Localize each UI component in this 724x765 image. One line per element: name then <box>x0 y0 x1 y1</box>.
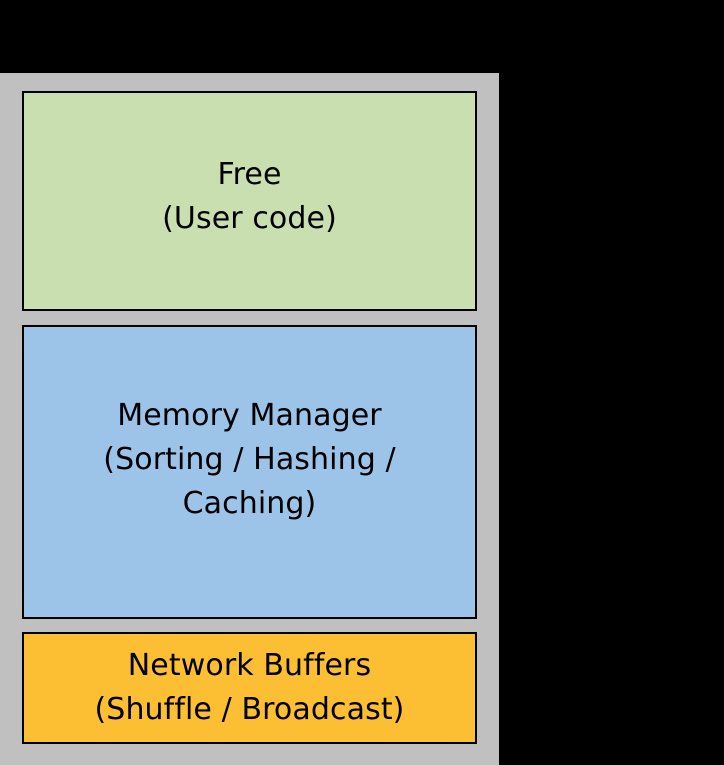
memory-region-free[interactable]: Free (User code) <box>22 91 477 311</box>
memory-region-network-buffers-title: Network Buffers <box>127 648 372 684</box>
memory-container: Free (User code) Memory Manager (Sorting… <box>0 73 499 765</box>
memory-region-network-buffers-labels: Network Buffers (Shuffle / Broadcast) <box>95 644 405 732</box>
memory-region-memory-manager-subtitle-line1: (Sorting / Hashing / <box>103 442 396 478</box>
memory-region-free-subtitle: (User code) <box>162 201 337 236</box>
memory-region-network-buffers[interactable]: Network Buffers (Shuffle / Broadcast) <box>22 632 477 744</box>
memory-region-memory-manager[interactable]: Memory Manager (Sorting / Hashing / Cach… <box>22 325 477 619</box>
memory-region-free-title: Free <box>217 157 282 193</box>
memory-region-memory-manager-title: Memory Manager <box>117 398 382 434</box>
memory-region-free-labels: Free (User code) <box>162 153 337 241</box>
memory-region-network-buffers-subtitle: (Shuffle / Broadcast) <box>94 692 405 727</box>
memory-region-memory-manager-labels: Memory Manager (Sorting / Hashing / Cach… <box>103 394 395 525</box>
memory-region-memory-manager-subtitle-line2: Caching) <box>182 485 317 521</box>
